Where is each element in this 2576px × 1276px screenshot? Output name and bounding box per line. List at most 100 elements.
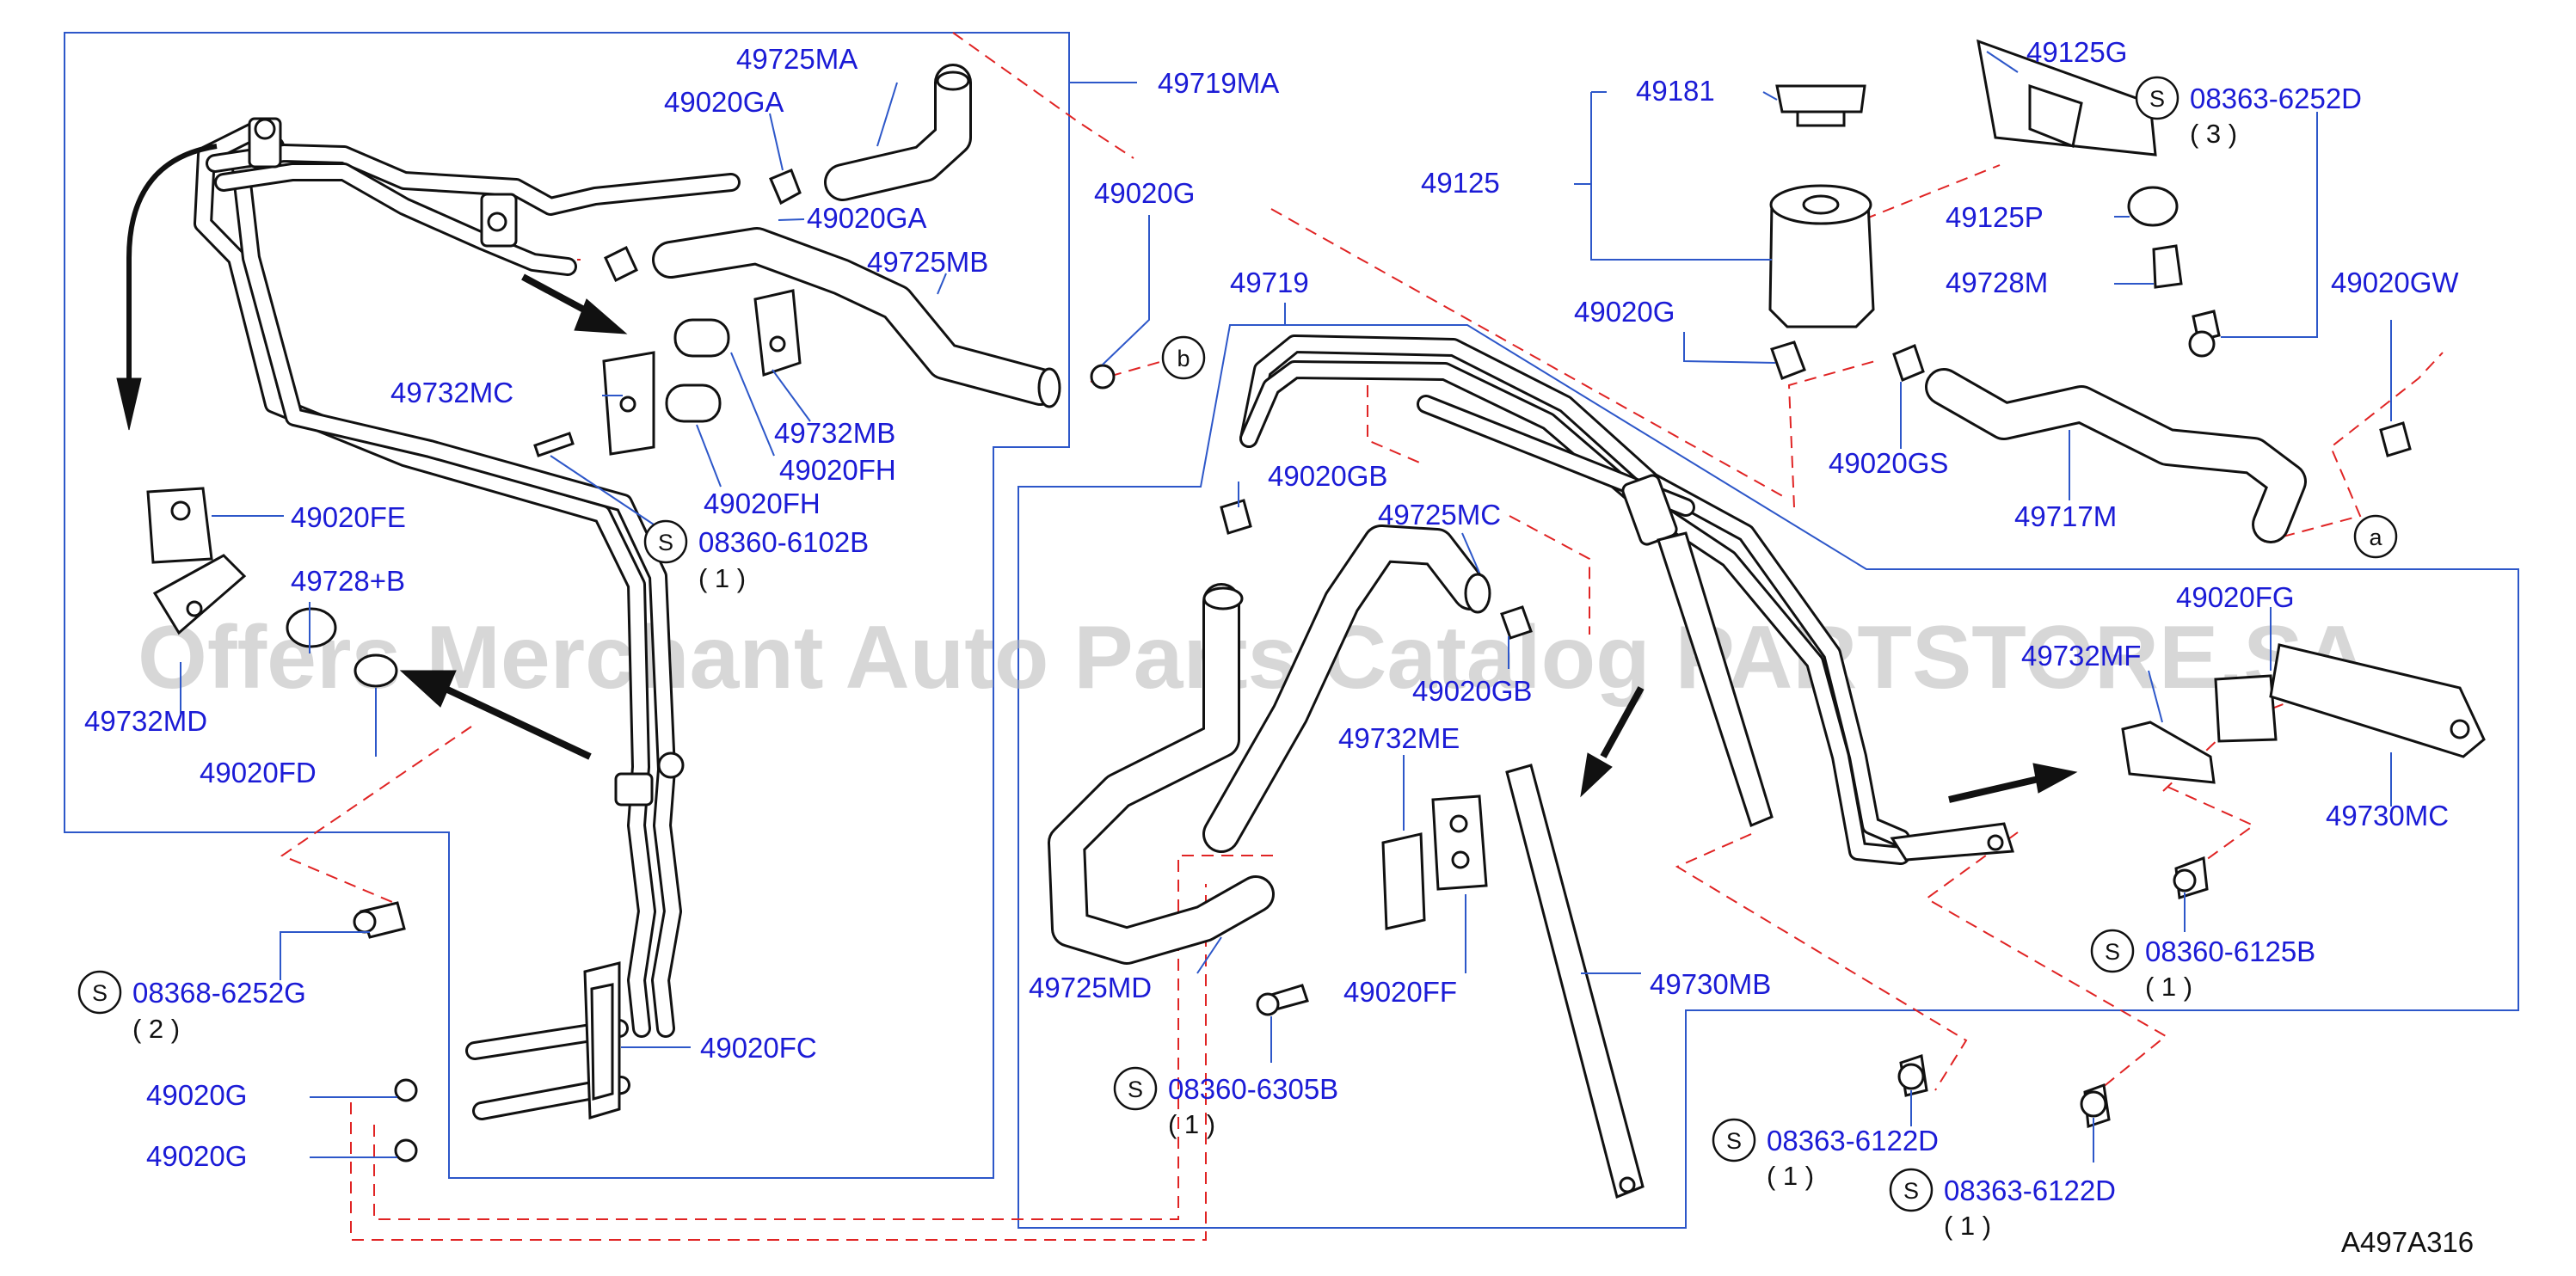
label-49725MC: 49725MC <box>1378 499 1501 531</box>
svg-text:( 1 ): ( 1 ) <box>698 563 746 593</box>
right-arrows <box>1580 686 2078 803</box>
label-49725MA: 49725MA <box>736 43 858 75</box>
label-49020GS: 49020GS <box>1829 447 1948 479</box>
clamp-49020GB-2 <box>1500 605 1533 640</box>
dash-a-hose <box>2263 352 2444 543</box>
label-49719: 49719 <box>1230 267 1309 298</box>
right-group-frame <box>1017 324 2519 1229</box>
left-hoses <box>652 64 1061 408</box>
label-49020FG: 49020FG <box>2176 581 2295 613</box>
svg-text:S: S <box>2149 86 2165 112</box>
label-49020GB-2: 49020GB <box>1412 675 1532 707</box>
arrow-left-curve <box>126 144 218 378</box>
screw-callouts: S 08360-6102B ( 1 ) S 08368-6252G ( 2 ) … <box>77 76 2362 1241</box>
label-49730MB: 49730MB <box>1650 968 1771 1000</box>
watermark: Offers Merchant Auto Parts Catalog PARTS… <box>138 608 2368 708</box>
screw-callout-08363-6252D: S 08363-6252D ( 3 ) <box>2135 76 2362 149</box>
svg-text:08360-6102B: 08360-6102B <box>698 526 869 558</box>
ref-a-text: a <box>2369 525 2382 550</box>
svg-text:08360-6125B: 08360-6125B <box>2145 936 2315 967</box>
dash-mb-bolt <box>1675 833 1968 1091</box>
dash-gs <box>1787 360 1876 508</box>
svg-text:S: S <box>1128 1077 1143 1102</box>
bracket-49732MB <box>753 289 802 377</box>
svg-text:( 1 ): ( 1 ) <box>2145 972 2192 1002</box>
svg-text:( 1 ): ( 1 ) <box>1168 1109 1215 1139</box>
label-49020G-l1: 49020G <box>146 1079 247 1111</box>
dash-mc <box>1509 515 1590 635</box>
clamp-49020GW <box>2379 421 2412 457</box>
label-49020G-r: 49020G <box>1574 296 1675 328</box>
svg-text:08363-6252D: 08363-6252D <box>2190 83 2362 114</box>
screw-callout-08363-6122D-2: S 08363-6122D ( 1 ) <box>1889 1168 2116 1241</box>
svg-text:08363-6122D: 08363-6122D <box>1944 1175 2116 1206</box>
label-49020FF: 49020FF <box>1343 976 1457 1008</box>
bracket-49730MB-top <box>1657 531 1774 828</box>
svg-text:S: S <box>1903 1178 1919 1204</box>
grommet-49020FD <box>354 653 398 688</box>
svg-text:( 3 ): ( 3 ) <box>2190 119 2237 149</box>
label-49732MC: 49732MC <box>390 377 513 408</box>
grommet-49728B <box>286 607 337 648</box>
label-49732ME: 49732ME <box>1338 722 1460 754</box>
label-49020GA-2: 49020GA <box>807 202 926 234</box>
svg-text:08363-6122D: 08363-6122D <box>1767 1125 1939 1156</box>
svg-text:S: S <box>658 530 673 555</box>
ref-b-circle <box>1161 335 1206 380</box>
svg-text:( 1 ): ( 1 ) <box>1944 1211 1991 1241</box>
label-49181: 49181 <box>1636 75 1715 107</box>
diagram-reference-code: A497A316 <box>2341 1226 2474 1258</box>
grommet-49125P <box>2127 186 2179 227</box>
collar-49728M <box>2152 244 2183 289</box>
dash-mf-bolt <box>2167 786 2255 861</box>
pipe-main-outer <box>194 120 656 1038</box>
label-49717M: 49717M <box>2014 500 2117 532</box>
label-49728B: 49728+B <box>291 565 405 597</box>
mount-49020FG <box>2214 674 2278 743</box>
label-49732MB: 49732MB <box>774 417 895 449</box>
svg-text:08360-6305B: 08360-6305B <box>1168 1073 1338 1105</box>
arrow-upper <box>521 273 595 318</box>
clamp-49020GS <box>1892 343 1925 383</box>
left-clamps <box>248 117 685 1163</box>
screw-callout-08363-6122D-1: S 08363-6122D ( 1 ) <box>1712 1118 1939 1191</box>
grommet-49020FH-2 <box>665 383 722 423</box>
dash-left-bracket <box>280 726 472 905</box>
label-49125P: 49125P <box>1946 201 2044 233</box>
screw-callout-08360-6125B: S 08360-6125B ( 1 ) <box>2090 929 2315 1002</box>
svg-text:( 1 ): ( 1 ) <box>1767 1161 1814 1191</box>
dash-b-hose <box>1090 360 1164 383</box>
left-group-frame <box>64 32 1070 1179</box>
hose-clamp-49020G-b <box>1090 364 1116 390</box>
screw-callout-08360-6102B: S 08360-6102B ( 1 ) <box>643 519 869 593</box>
ref-a-circle <box>2353 514 2398 559</box>
grommet-49020FH-1 <box>673 318 730 358</box>
dashed-reference-lines <box>280 32 2444 1241</box>
arrow-lower-left <box>442 684 592 760</box>
part-labels: 49725MA 49719MA 49020GA 49020GA 49725MB … <box>84 36 2459 1172</box>
label-49020GB-1: 49020GB <box>1268 460 1387 492</box>
bracket-49732MF <box>2121 721 2216 784</box>
clamp-49020GA-top <box>769 169 802 206</box>
dash-gb <box>1367 365 1424 465</box>
label-49732MF: 49732MF <box>2021 640 2141 672</box>
label-49719MA: 49719MA <box>1158 67 1279 99</box>
clamp-49020GB-1 <box>1220 499 1252 535</box>
arrow-right <box>1948 776 2039 803</box>
label-49732MD: 49732MD <box>84 705 207 737</box>
dash-left-bottom-2 <box>373 855 1273 1220</box>
reference-letters: b a <box>1161 335 2398 559</box>
label-49125G: 49125G <box>2026 36 2127 68</box>
bolt-08360-6102B <box>533 432 575 457</box>
label-49020G-b: 49020G <box>1094 177 1195 209</box>
label-49020FC: 49020FC <box>700 1032 817 1064</box>
right-hoses <box>1048 368 2307 965</box>
clamp-mid <box>614 772 654 807</box>
svg-text:08368-6252G: 08368-6252G <box>132 977 306 1009</box>
group-frames <box>64 32 2519 1229</box>
label-49728M: 49728M <box>1946 267 2048 298</box>
arrow-down-right <box>1600 686 1645 758</box>
label-49020FH-2: 49020FH <box>704 488 821 519</box>
bracket-tail <box>1890 822 2014 862</box>
